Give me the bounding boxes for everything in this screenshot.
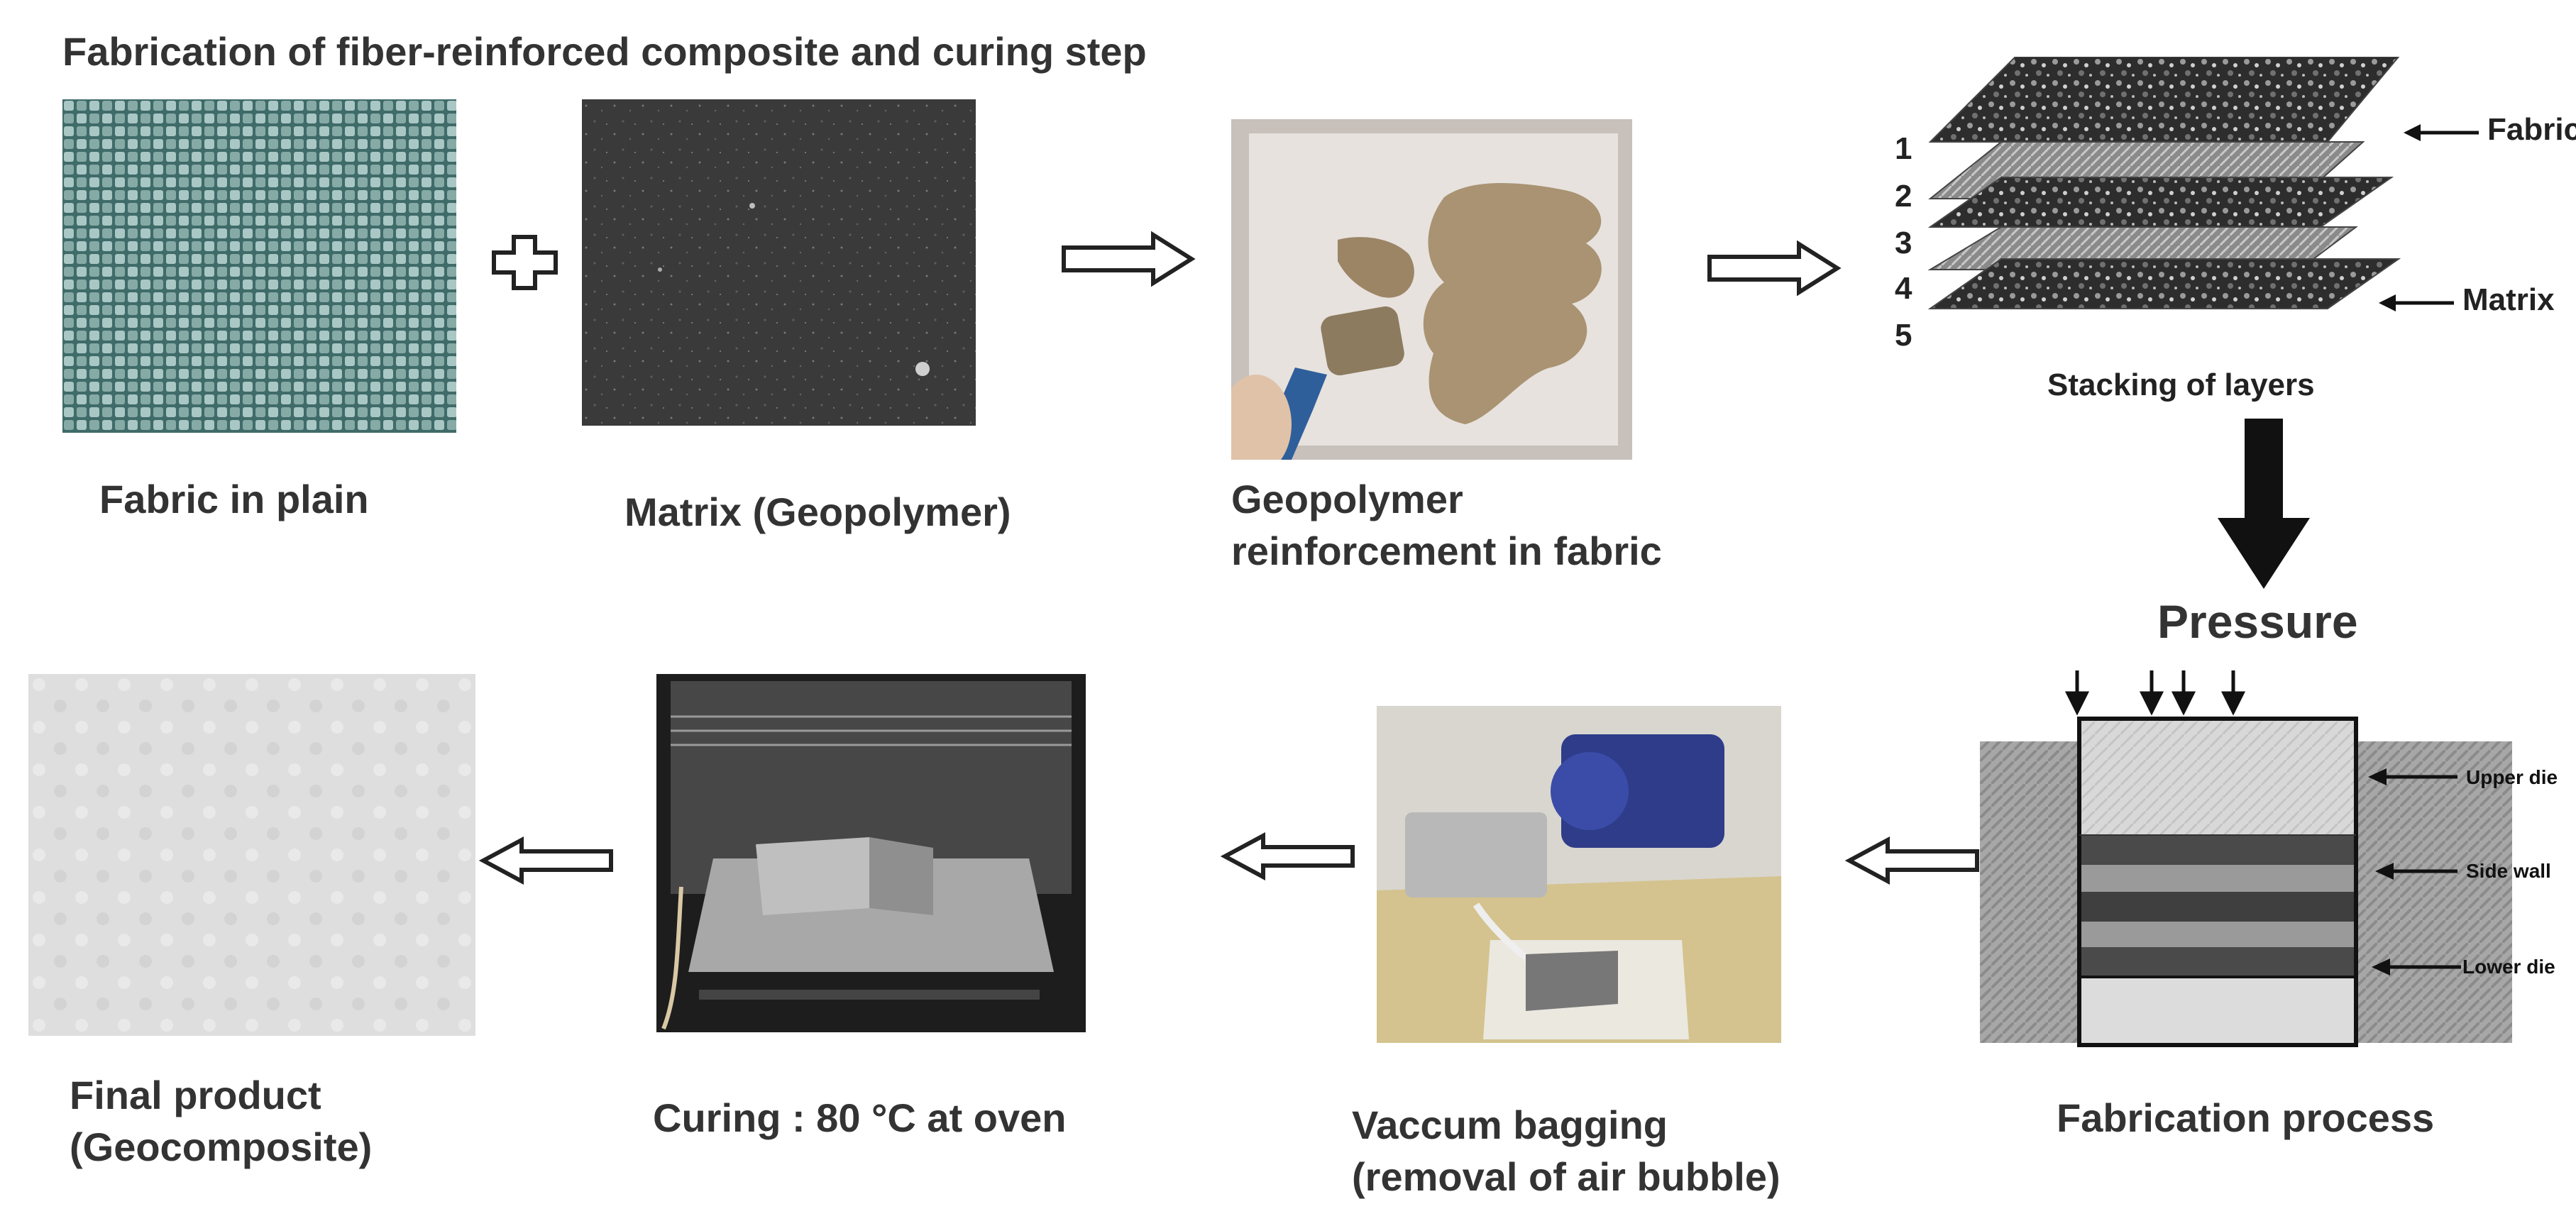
arrow-left-icon [2402, 122, 2480, 143]
pressure-label: Pressure [2157, 595, 2358, 648]
arrow-left-icon [1845, 836, 1980, 885]
curing-oven-image [656, 674, 1086, 1032]
arrow-down-icon [2218, 419, 2310, 592]
arrow-left-icon [2367, 766, 2459, 788]
layer-number: 1 [1895, 131, 1912, 166]
arrow-right-icon [1707, 240, 1842, 297]
vacuum-caption: Vaccum bagging (removal of air bubble) [1352, 1103, 1780, 1199]
lower-die-label: Lower die [2462, 956, 2555, 978]
layer-number: 4 [1895, 271, 1912, 306]
arrow-left-icon [2370, 956, 2462, 978]
reinforcement-image [1231, 119, 1632, 460]
stacking-caption: Stacking of layers [2047, 368, 2315, 402]
layer-number: 5 [1895, 318, 1912, 353]
final-product-image [28, 674, 475, 1036]
fabric-caption: Fabric in plain [99, 477, 369, 521]
stacked-layers-illustration [1902, 57, 2427, 369]
fabric-plain-image [62, 99, 456, 433]
diagram-title: Fabrication of fiber-reinforced composit… [62, 29, 1147, 74]
arrow-left-icon [2374, 861, 2459, 882]
matrix-caption: Matrix (Geopolymer) [624, 490, 1011, 534]
plus-icon [491, 234, 558, 291]
vacuum-bagging-image [1377, 706, 1781, 1043]
upper-die-label: Upper die [2466, 766, 2558, 788]
arrow-left-icon [2377, 292, 2455, 314]
layer-number: 3 [1895, 226, 1912, 260]
layer-number: 2 [1895, 179, 1912, 214]
matrix-image [582, 99, 976, 426]
side-wall-label: Side wall [2466, 860, 2551, 882]
final-product-caption: Final product (Geocomposite) [70, 1073, 373, 1169]
matrix-label: Matrix [2462, 282, 2555, 317]
fabrication-caption: Fabrication process [2057, 1095, 2435, 1140]
fabrication-die-illustration [1980, 670, 2526, 1054]
reinforcement-caption: Geopolymer reinforcement in fabric [1231, 477, 1662, 573]
arrow-left-icon [1221, 832, 1355, 881]
fabric-label: Fabric [2487, 112, 2576, 147]
arrow-left-icon [479, 836, 614, 885]
curing-caption: Curing : 80 °C at oven [653, 1095, 1067, 1140]
arrow-right-icon [1061, 231, 1196, 287]
